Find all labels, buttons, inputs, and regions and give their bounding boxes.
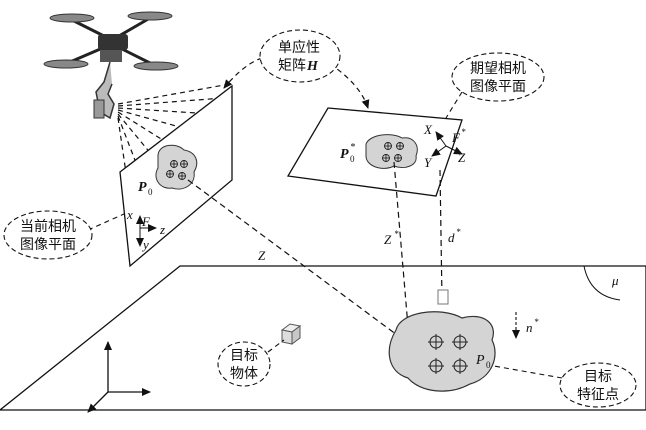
- svg-text:图像平面: 图像平面: [470, 79, 526, 95]
- svg-text:特征点: 特征点: [577, 387, 619, 403]
- mu-angle-arc: [583, 265, 621, 301]
- d-star-marker: [437, 289, 449, 305]
- object-cube-icon: [280, 323, 302, 345]
- p0-desired-sup: *: [350, 142, 355, 153]
- ground-plane: [0, 265, 646, 411]
- p0-desired-label: P: [340, 147, 349, 162]
- desired-feature-points: [382, 142, 404, 162]
- des-F-sup: *: [461, 127, 466, 137]
- p0-current-sub: 0: [148, 187, 153, 197]
- world-axes: [87, 341, 151, 413]
- callout-desired-plane: 期望相机 图像平面: [451, 52, 545, 102]
- callout-homography: 单应性 矩阵 H: [259, 29, 341, 83]
- svg-text:当前相机: 当前相机: [20, 218, 76, 235]
- des-Y-label: Y: [424, 155, 433, 170]
- n-star-sup: *: [534, 317, 539, 327]
- cur-z-label: z: [159, 222, 165, 237]
- svg-text:单应性: 单应性: [278, 39, 320, 56]
- cur-F-label: F: [141, 214, 151, 229]
- z-long-label: Z: [258, 248, 266, 263]
- callout-current-plane: 当前相机 图像平面: [3, 210, 93, 260]
- desired-blob: [365, 134, 418, 169]
- des-F-label: F: [451, 130, 461, 145]
- z-star-label: Z: [384, 232, 392, 247]
- p0-ground-sub: 0: [486, 360, 491, 370]
- projection-rays: [117, 83, 231, 215]
- callout-leaders: [87, 91, 563, 379]
- drone-icon: [43, 11, 179, 120]
- cur-x-label: x: [126, 207, 133, 222]
- ground-target-blob: [388, 311, 496, 392]
- depth-rays: [187, 161, 446, 353]
- svg-text:目标: 目标: [584, 369, 612, 385]
- mu-label: μ: [611, 273, 619, 288]
- des-X-label: X: [423, 122, 433, 137]
- callout-object: 目标 物体: [217, 341, 271, 387]
- des-Z-label: Z: [458, 150, 466, 165]
- svg-text:H: H: [306, 59, 319, 74]
- svg-text:目标: 目标: [230, 348, 258, 364]
- callout-feature-points: 目标 特征点: [559, 362, 637, 408]
- z-star-sup: *: [394, 229, 399, 239]
- cur-y-label: y: [141, 237, 149, 252]
- n-star-label: n: [526, 320, 533, 335]
- p0-desired-sub: 0: [350, 154, 355, 164]
- d-star-sup: *: [456, 227, 461, 237]
- desired-camera-frame: [431, 131, 463, 157]
- d-star-label: d: [448, 230, 455, 245]
- p0-ground-label: P: [475, 353, 485, 368]
- homography-arrows: [223, 57, 370, 109]
- svg-text:物体: 物体: [230, 366, 258, 382]
- svg-text:图像平面: 图像平面: [20, 237, 76, 253]
- ground-feature-points: [428, 334, 468, 374]
- svg-text:期望相机: 期望相机: [470, 61, 526, 77]
- current-camera-frame: [136, 215, 157, 247]
- current-feature-points: [166, 160, 188, 180]
- svg-text:矩阵: 矩阵: [278, 58, 306, 74]
- p0-current-label: P: [138, 180, 147, 195]
